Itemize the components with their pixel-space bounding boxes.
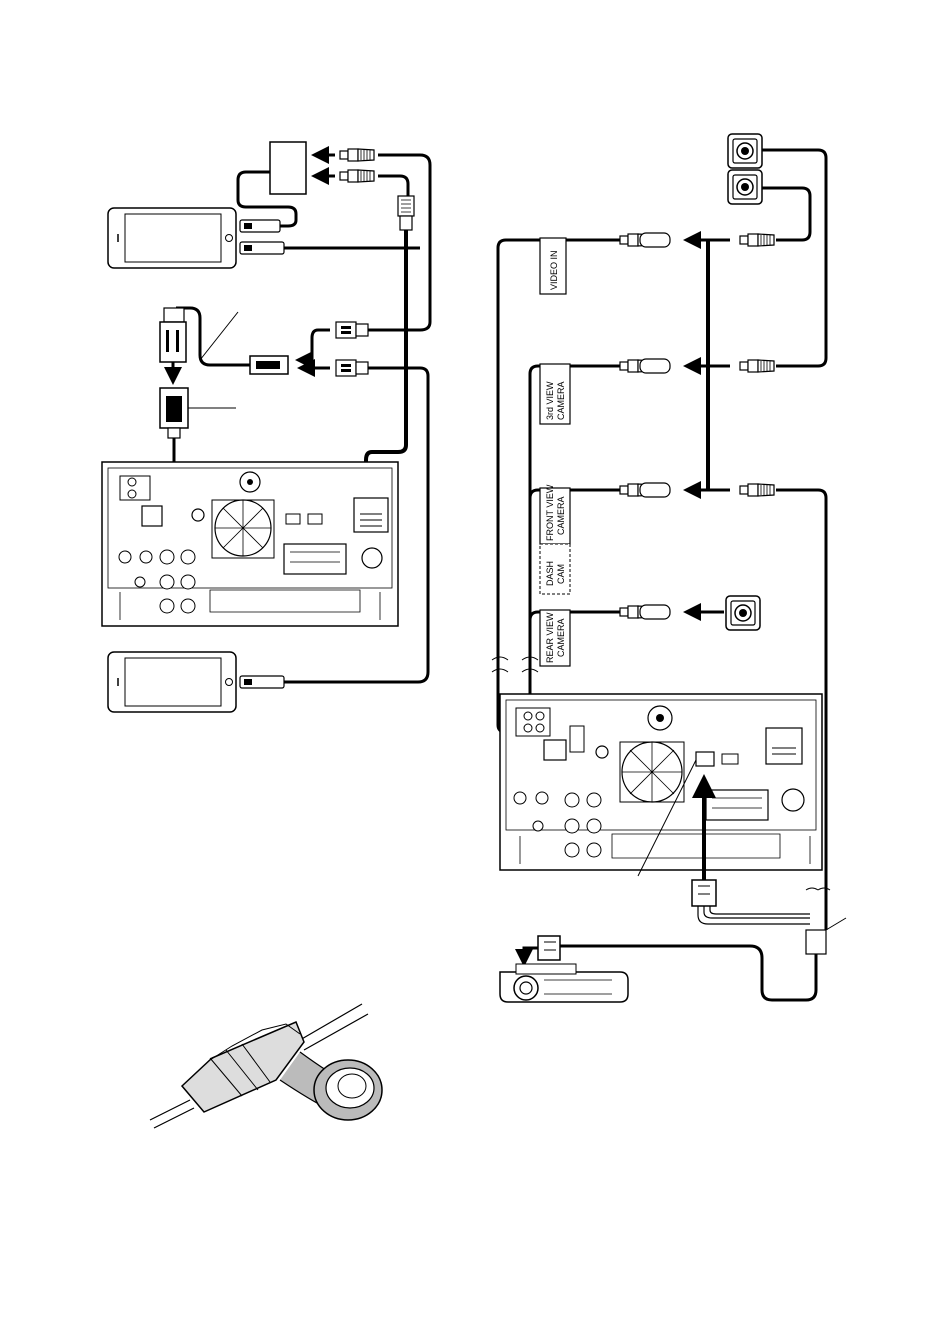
svg-text:CAMERA: CAMERA — [556, 618, 566, 657]
svg-text:CAMERA: CAMERA — [556, 381, 566, 420]
camera-rear-view — [726, 596, 760, 630]
camera-top-1 — [728, 134, 762, 168]
front-view-camera-label: FRONT VIEW CAMERA — [540, 484, 570, 544]
head-unit-rear-right — [500, 694, 822, 870]
dash-cam-label: DASH CAM — [540, 544, 570, 594]
smartphone-top — [108, 208, 236, 268]
head-unit-rear-left — [102, 462, 398, 626]
svg-text:DASH: DASH — [545, 561, 555, 586]
tape-wrap-illustration — [150, 1004, 382, 1128]
camera-top-2 — [728, 170, 762, 204]
svg-text:CAM: CAM — [556, 564, 566, 584]
rear-view-camera-label: REAR VIEW CAMERA — [540, 610, 570, 666]
svg-text:VIDEO IN: VIDEO IN — [549, 250, 559, 290]
svg-text:FRONT VIEW: FRONT VIEW — [545, 484, 555, 541]
svg-text:CAMERA: CAMERA — [556, 496, 566, 535]
svg-text:REAR VIEW: REAR VIEW — [545, 612, 555, 663]
svg-text:3rd VIEW: 3rd VIEW — [545, 381, 555, 420]
smartphone-bottom — [108, 652, 236, 712]
av-adapter-box — [270, 142, 306, 194]
video-in-label: VIDEO IN — [540, 238, 566, 294]
third-view-camera-label: 3rd VIEW CAMERA — [540, 364, 570, 424]
